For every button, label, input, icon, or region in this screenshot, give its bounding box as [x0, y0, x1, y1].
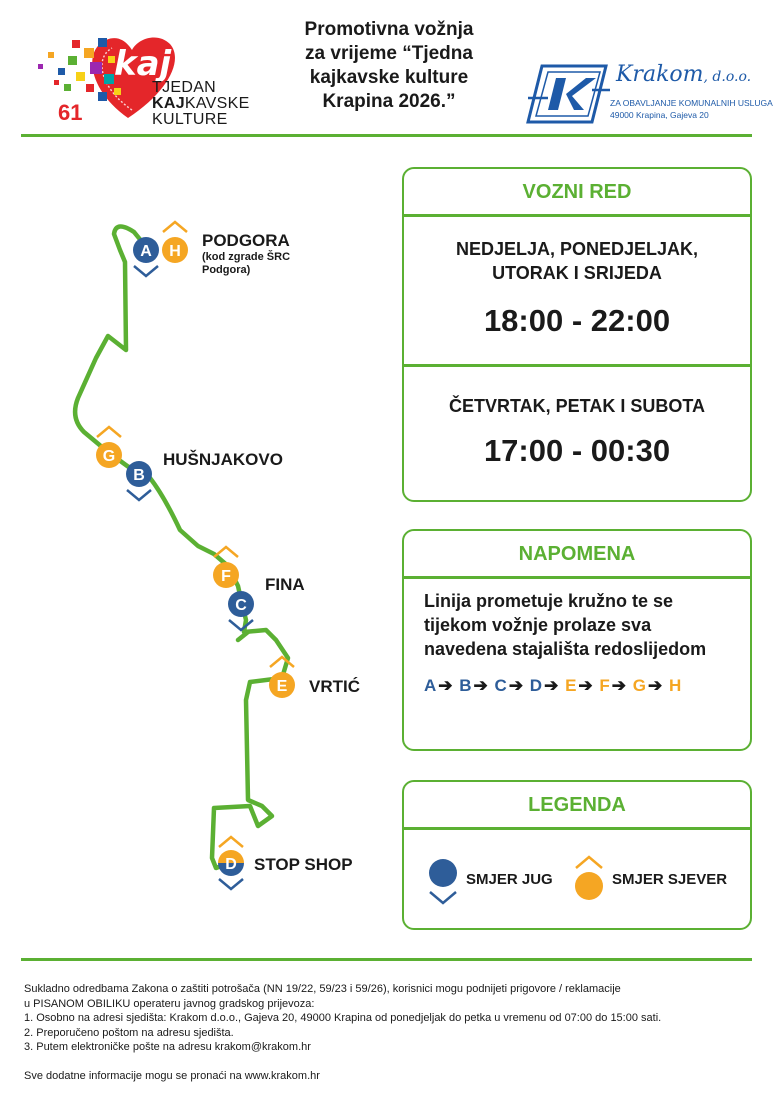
stop-letter-e: E: [277, 678, 288, 695]
title-line-4: Krapina 2026.”: [322, 91, 456, 112]
footer-divider: [21, 958, 752, 961]
stop-letter-c: C: [235, 597, 247, 614]
timetable-box: VOZNI RED NEDJELJA, PONEDJELJAK, UTORAK …: [402, 167, 752, 502]
stop-letter-h: H: [169, 243, 181, 260]
timetable-divider-top: [404, 214, 750, 217]
note-title: NAPOMENA: [518, 543, 636, 565]
note-text: Linija prometuje kružno te se tijekom vo…: [424, 589, 724, 661]
stop-letter-b: B: [133, 467, 145, 484]
stop-g-marker: G: [96, 425, 122, 468]
logo-line-kulture: KULTURE: [152, 111, 228, 128]
timetable-days-2: ČETVRTAK, PETAK I SUBOTA: [449, 396, 705, 416]
title-line-1: Promotivna vožnja: [304, 19, 474, 40]
legend-box: LEGENDA SMJER JUG SMJER SJEVER: [402, 780, 752, 930]
stop-label-vrtic: VRTIĆ: [309, 677, 360, 696]
page-title: Promotivna vožnja za vrijeme “Tjedna kaj…: [250, 18, 528, 114]
note-text-line-3: navedena stajališta redoslijedom: [424, 639, 707, 659]
timetable-days-1-line-1: NEDJELJA, PONEDJELJAK,: [455, 239, 699, 259]
timetable-time-1: 18:00 - 22:00: [483, 303, 671, 338]
logo-heart-mosaic-icon: [38, 37, 175, 118]
arrow-right-icon: ➔: [611, 676, 627, 695]
header-divider: [21, 134, 752, 137]
stop-label-stop-shop: STOP SHOP: [254, 855, 353, 874]
stop-a-marker: A: [133, 237, 159, 278]
stop-sequence: A➔ B➔ C➔ D➔ E➔ F➔ G➔ H: [424, 676, 681, 696]
timetable-divider-middle: [404, 364, 750, 367]
seq-f: F: [599, 676, 610, 695]
seq-d: D: [529, 676, 543, 695]
legend-south-label: SMJER JUG: [466, 871, 553, 888]
timetable-title: VOZNI RED: [522, 181, 632, 203]
stop-b-marker: B: [126, 461, 152, 502]
seq-e: E: [565, 676, 577, 695]
krakom-tagline: ZA OBAVLJANJE KOMUNALNIH USLUGA: [610, 98, 773, 108]
footer-line-1: Sukladno odredbama Zakona o zaštiti potr…: [24, 983, 621, 995]
arrow-right-icon: ➔: [578, 676, 593, 695]
logo-kaj-word: kaj: [114, 44, 172, 84]
timetable-days-1: NEDJELJA, PONEDJELJAK, UTORAK I SRIJEDA: [404, 237, 750, 285]
seq-h: H: [668, 676, 682, 695]
south-direction-icon: [429, 859, 457, 905]
arrow-right-icon: ➔: [438, 676, 453, 695]
arrow-right-icon: ➔: [648, 676, 663, 695]
timetable-time-2: 17:00 - 00:30: [483, 433, 671, 468]
footer-notice: Sukladno odredbama Zakona o zaštiti potr…: [24, 982, 764, 1084]
stop-h-marker: H: [162, 220, 188, 263]
arrow-right-icon: ➔: [544, 676, 559, 695]
logo-kavske: KAVSKE: [184, 95, 250, 112]
tjedan-kajkavske-kulture-logo: kaj 61 TJEDAN KAJKAVSKE KULTURE: [28, 30, 258, 130]
stop-letter-g: G: [103, 448, 115, 465]
seq-c: C: [494, 676, 507, 695]
note-text-line-1: Linija prometuje kružno te se: [424, 591, 674, 611]
legend-title: LEGENDA: [528, 794, 626, 816]
stop-sub-podgora-2: Podgora): [202, 264, 251, 276]
krakom-name-text: Krakom: [616, 62, 704, 87]
stop-label-husnjakovo: HUŠNJAKOVO: [163, 450, 283, 469]
logo-line-tjedan: TJEDAN: [152, 79, 217, 96]
stop-sub-podgora-1: (kod zgrade ŠRC: [202, 251, 291, 263]
krakom-address: 49000 Krapina, Gajeva 20: [610, 110, 709, 120]
route-line: [72, 224, 291, 871]
title-line-3: kajkavske kulture: [309, 67, 469, 88]
stop-label-podgora: PODGORA: [202, 231, 290, 250]
stop-letter-d: D: [225, 856, 237, 873]
footer-line-3: 1. Osobno na adresi sjedišta: Krakom d.o…: [24, 1012, 662, 1025]
stop-f-marker: F: [213, 545, 239, 588]
note-text-line-2: tijekom vožnje prolaze sva: [424, 615, 652, 635]
seq-a: A: [424, 676, 437, 695]
stop-d-marker: D: [218, 835, 244, 891]
krakom-logo: Krakom, d.o.o. ZA OBAVLJANJE KOMUNALNIH …: [526, 60, 773, 130]
route-map: A H G B F C E D: [72, 220, 295, 891]
krakom-company-name: Krakom, d.o.o.: [616, 62, 751, 87]
logo-kaj-bold: KAJ: [152, 95, 185, 112]
stop-e-marker: E: [269, 655, 295, 698]
title-line-2: za vrijeme “Tjedna: [305, 43, 473, 64]
arrow-right-icon: ➔: [508, 676, 524, 695]
footer-line-6: Sve dodatne informacije mogu se pronaći …: [24, 1069, 320, 1082]
timetable-days-1-line-2: UTORAK I SRIJEDA: [492, 263, 662, 283]
note-box: NAPOMENA Linija prometuje kružno te se t…: [402, 529, 752, 751]
stop-c-marker: C: [228, 591, 254, 632]
footer-line-5: 3. Putem elektroničke pošte na adresu kr…: [24, 1041, 311, 1054]
arrow-right-icon: ➔: [473, 676, 488, 695]
seq-g: G: [632, 676, 646, 695]
stop-letter-f: F: [221, 568, 231, 585]
logo-line-kajkavske: KAJKAVSKE: [152, 96, 250, 112]
legend-divider: [404, 827, 750, 830]
legend-north-label: SMJER SJEVER: [612, 871, 728, 888]
note-divider: [404, 576, 750, 579]
footer-line-4: 2. Preporučeno poštom na adresu sjedišta…: [24, 1026, 234, 1039]
footer-line-2: u PISANOM OBILIKU operateru javnog grads…: [24, 997, 315, 1010]
stop-letter-a: A: [140, 243, 152, 260]
north-direction-icon: [575, 855, 603, 900]
krakom-k-emblem-icon: [526, 64, 610, 124]
seq-b: B: [459, 676, 472, 695]
logo-edition-number: 61: [58, 100, 83, 125]
krakom-suffix: , d.o.o.: [703, 69, 752, 85]
stop-label-fina: FINA: [265, 575, 305, 594]
